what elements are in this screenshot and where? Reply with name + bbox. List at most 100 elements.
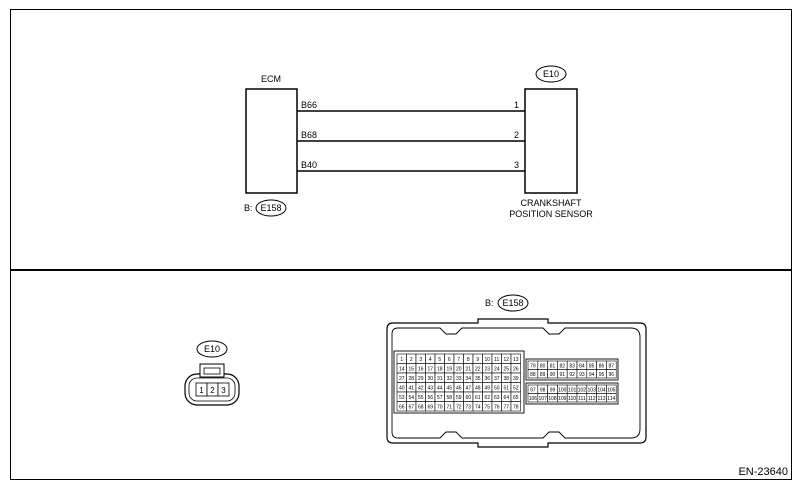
e158-pin-label: 48 xyxy=(475,385,481,391)
e158-block3-frame xyxy=(525,382,619,405)
e158-pin-label: 2 xyxy=(410,357,413,363)
sensor-name-line2: POSITION SENSOR xyxy=(509,209,593,219)
e158-pin-label: 86 xyxy=(599,363,605,369)
e158-pin-label: 69 xyxy=(427,404,433,410)
e158-pin-label: 100 xyxy=(558,387,567,393)
e158-connector-oval xyxy=(497,294,529,312)
e158-pin-label: 50 xyxy=(494,385,500,391)
e158-pin-label: 40 xyxy=(399,385,405,391)
e158-pin-label: 21 xyxy=(465,366,471,372)
e158-pin-label: 107 xyxy=(539,396,548,402)
e158-pin-label: 64 xyxy=(503,395,509,401)
e158-pin-label: 31 xyxy=(437,376,443,382)
e158-pin-label: 75 xyxy=(484,404,490,410)
e158-pin-label: 14 xyxy=(399,366,405,372)
e158-pin-label: 76 xyxy=(494,404,500,410)
sensor-block: E10 CRANKSHAFT POSITION SENSOR xyxy=(509,65,593,219)
e158-pin-label: 20 xyxy=(456,366,462,372)
e158-pin-label: 4 xyxy=(429,357,432,363)
e158-pin-label: 11 xyxy=(494,357,499,363)
e158-pin-label: 56 xyxy=(427,395,433,401)
e158-pin-label: 18 xyxy=(437,366,443,372)
e158-pin-label: 3 xyxy=(419,357,422,363)
e10-connector-oval xyxy=(196,340,228,358)
e158-pin-label: 58 xyxy=(446,395,452,401)
e158-pin-label: 57 xyxy=(437,395,443,401)
e158-pin-label: 89 xyxy=(540,372,546,378)
e158-pin-label: 49 xyxy=(484,385,490,391)
e158-pin-label: 54 xyxy=(408,395,414,401)
e158-pin-label: 73 xyxy=(465,404,471,410)
ecm-label: ECM xyxy=(261,74,281,84)
ecm-connector-oval xyxy=(255,199,287,217)
e158-pin-label: 92 xyxy=(569,372,575,378)
sensor-name-line1: CRANKSHAFT xyxy=(520,198,582,208)
e158-pin-label: 102 xyxy=(578,387,587,393)
e158-pin-label: 53 xyxy=(399,395,405,401)
e158-pin-label: 59 xyxy=(456,395,462,401)
e158-pin-label: 97 xyxy=(530,387,536,393)
e158-pin-label: 72 xyxy=(456,404,462,410)
e158-pin-label: 106 xyxy=(529,396,538,402)
sensor-terminal-label: 2 xyxy=(514,130,519,140)
e158-pin-label: 39 xyxy=(513,376,519,382)
sensor-terminal-label: 3 xyxy=(514,160,519,170)
e10-pin-label: 1 xyxy=(199,386,204,395)
e10-housing-inner xyxy=(188,377,236,402)
e158-pin-label: 113 xyxy=(598,396,606,402)
e10-pin-label: 2 xyxy=(210,386,215,395)
e158-pin-label: 98 xyxy=(540,387,546,393)
e158-pin-label: 61 xyxy=(475,395,481,401)
e158-pin-label: 85 xyxy=(589,363,595,369)
wire-3: B40 3 xyxy=(297,160,525,172)
e158-pin-label: 30 xyxy=(427,376,433,382)
e158-block2-frame xyxy=(525,358,619,381)
e158-pin-label: 8 xyxy=(467,357,470,363)
e158-pin-label: 45 xyxy=(446,385,452,391)
e158-pin-label: 43 xyxy=(427,385,433,391)
ecm-box xyxy=(245,88,298,194)
e158-pin-label: 6 xyxy=(448,357,451,363)
outer-frame xyxy=(10,9,792,480)
sensor-box xyxy=(524,88,578,194)
e158-pin-label: 29 xyxy=(418,376,424,382)
e158-pin-label: 93 xyxy=(579,372,585,378)
e158-pin-label: 28 xyxy=(408,376,414,382)
e158-pin-label: 63 xyxy=(494,395,500,401)
e158-pin-label: 42 xyxy=(418,385,424,391)
e158-pin-label: 32 xyxy=(446,376,452,382)
e158-pin-label: 17 xyxy=(427,366,433,372)
wire-2: B68 2 xyxy=(297,130,525,142)
e158-pin-label: 91 xyxy=(560,372,566,378)
e158-pin-label: 66 xyxy=(399,404,405,410)
e158-pin-label: 55 xyxy=(418,395,424,401)
e158-pin-label: 22 xyxy=(475,366,481,372)
e158-pin-label: 34 xyxy=(465,376,471,382)
e158-pin-label: 80 xyxy=(540,363,546,369)
e158-pin-label: 114 xyxy=(607,396,615,402)
e158-pin-label: 23 xyxy=(484,366,490,372)
e158-pin-label: 70 xyxy=(437,404,443,410)
e158-pin-label: 109 xyxy=(558,396,567,402)
e158-pin-label: 101 xyxy=(568,387,577,393)
e158-connector-id: E158 xyxy=(502,298,523,308)
e158-pin-label: 67 xyxy=(408,404,414,410)
e158-pin-label: 83 xyxy=(569,363,575,369)
e158-pin-label: 36 xyxy=(484,376,490,382)
e158-pin-label: 7 xyxy=(457,357,460,363)
sensor-connector-id: E10 xyxy=(543,69,559,79)
ecm-connector-prefix: B: xyxy=(244,203,253,213)
e158-pin-cell xyxy=(606,393,617,403)
ecm-connector-id: E158 xyxy=(260,203,281,213)
figure-code: EN-23640 xyxy=(738,466,788,478)
e158-pin-label: 79 xyxy=(530,363,536,369)
e158-pin-label: 16 xyxy=(418,366,424,372)
e158-pin-label: 96 xyxy=(609,372,615,378)
e158-pin-label: 77 xyxy=(503,404,509,410)
e158-pin-label: 68 xyxy=(418,404,424,410)
e158-pin-label: 110 xyxy=(568,396,576,402)
e158-pin-label: 47 xyxy=(465,385,471,391)
